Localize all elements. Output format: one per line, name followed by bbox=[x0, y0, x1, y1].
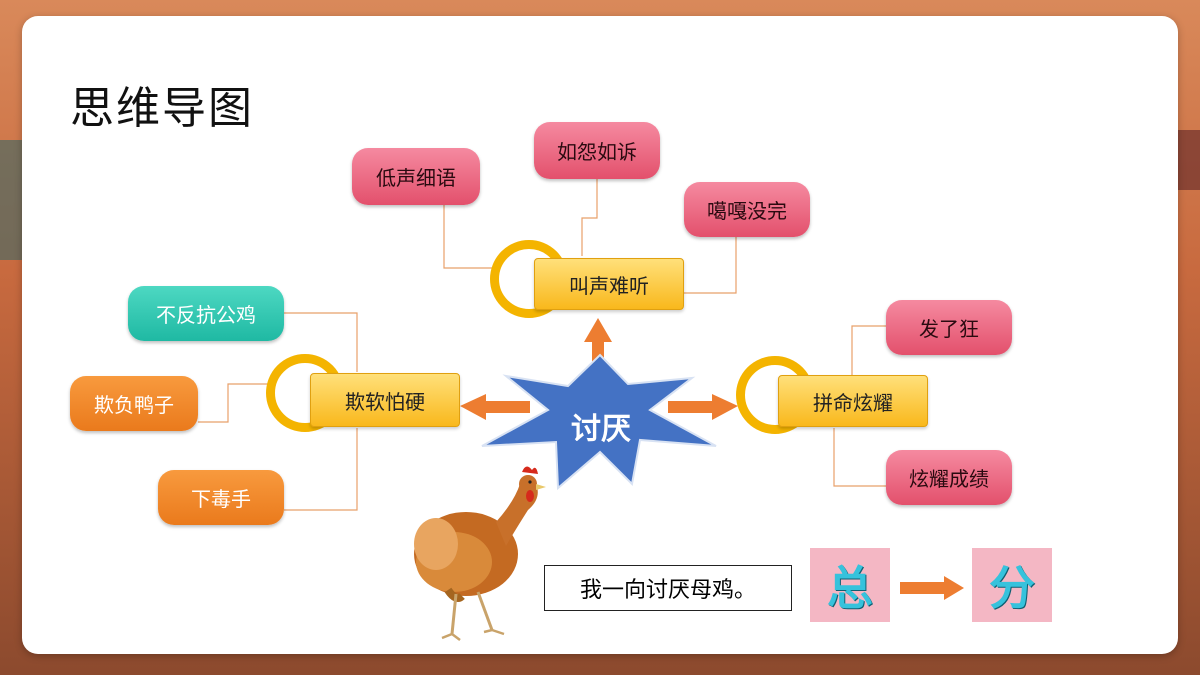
summary-tile-to: 分 bbox=[972, 548, 1052, 622]
hub-left-label: 欺软怕硬 bbox=[345, 389, 425, 414]
leaf-left-2: 欺负鸭子 bbox=[70, 376, 198, 431]
hub-right-label: 拼命炫耀 bbox=[813, 390, 893, 415]
hub-right: 拼命炫耀 bbox=[778, 375, 928, 427]
leaf-left-3-label: 下毒手 bbox=[191, 487, 251, 511]
leaf-left-3: 下毒手 bbox=[158, 470, 284, 525]
page-title: 思维导图 bbox=[70, 83, 254, 134]
leaf-right-2: 炫耀成绩 bbox=[886, 450, 1012, 505]
leaf-top-2-label: 如怨如诉 bbox=[557, 140, 637, 164]
leaf-left-1-label: 不反抗公鸡 bbox=[156, 303, 256, 327]
leaf-top-1-label: 低声细语 bbox=[376, 166, 456, 190]
leaf-right-2-label: 炫耀成绩 bbox=[909, 467, 989, 491]
summary-sentence: 我一向讨厌母鸡。 bbox=[579, 578, 756, 603]
summary-sentence-box: 我一向讨厌母鸡。 bbox=[544, 565, 792, 611]
leaf-top-3-label: 噶嘎没完 bbox=[707, 199, 787, 223]
leaf-top-3: 噶嘎没完 bbox=[684, 182, 810, 237]
hub-top-label: 叫声难听 bbox=[569, 273, 649, 298]
leaf-top-2: 如怨如诉 bbox=[534, 122, 660, 179]
summary-tile-to-label: 分 bbox=[989, 561, 1035, 615]
hen-illustration bbox=[414, 466, 546, 641]
summary-tile-from: 总 bbox=[810, 548, 890, 622]
leaf-left-2-label: 欺负鸭子 bbox=[94, 393, 174, 417]
leaf-right-1-label: 发了狂 bbox=[919, 317, 979, 341]
summary-tile-from-label: 总 bbox=[827, 561, 873, 615]
leaf-left-1: 不反抗公鸡 bbox=[128, 286, 284, 341]
leaf-top-1: 低声细语 bbox=[352, 148, 480, 205]
background-decor-right bbox=[1175, 130, 1200, 190]
center-star-label: 讨厌 bbox=[571, 412, 631, 447]
leaf-right-1: 发了狂 bbox=[886, 300, 1012, 355]
hub-top: 叫声难听 bbox=[534, 258, 684, 310]
hub-left: 欺软怕硬 bbox=[310, 373, 460, 427]
